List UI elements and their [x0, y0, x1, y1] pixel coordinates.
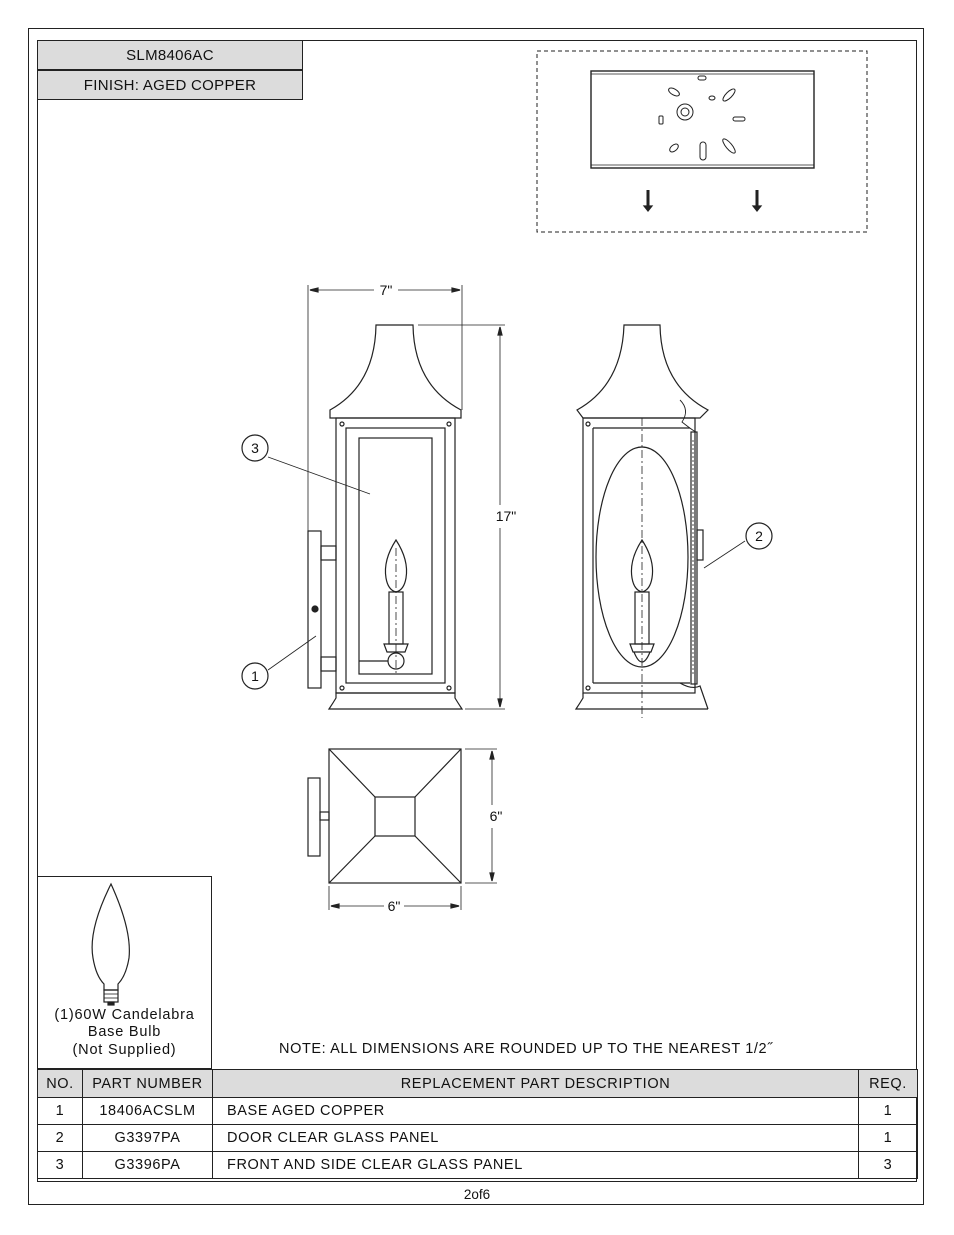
table-row: 2 G3397PA DOOR CLEAR GLASS PANEL 1: [37, 1124, 918, 1152]
row-description: BASE AGED COPPER: [212, 1097, 859, 1125]
candelabra-bulb-icon: [91, 882, 130, 1006]
mounting-hardware-detail: [536, 50, 868, 233]
row-req: 1: [858, 1124, 918, 1152]
row-description: FRONT AND SIDE CLEAR GLASS PANEL: [212, 1151, 859, 1179]
row-part-number: G3397PA: [82, 1124, 213, 1152]
model-number: SLM8406AC: [37, 40, 303, 70]
finish-label: FINISH: AGED COPPER: [37, 70, 303, 100]
drawing-frame: [37, 40, 917, 1182]
bulb-line-3: (Not Supplied): [72, 1042, 177, 1058]
row-part-number: 18406ACSLM: [82, 1097, 213, 1125]
header-no: NO.: [37, 1069, 83, 1098]
height-dimension: 17": [496, 508, 517, 524]
bulb-info-box: (1)60W Candelabra Base Bulb (Not Supplie…: [37, 876, 212, 1069]
row-no: 2: [37, 1124, 83, 1152]
callout-3: 3: [251, 440, 259, 456]
row-no: 1: [37, 1097, 83, 1125]
page-number: 2of6: [463, 1187, 491, 1202]
depth-dimension: 6": [490, 808, 503, 824]
row-part-number: G3396PA: [82, 1151, 213, 1179]
base-width-dimension: 6": [388, 898, 401, 914]
table-header-row: NO. PART NUMBER REPLACEMENT PART DESCRIP…: [37, 1069, 918, 1098]
side-elevation-view: [574, 324, 746, 718]
row-no: 3: [37, 1151, 83, 1179]
screw-parts-icon: [658, 75, 746, 161]
width-dimension: 7": [380, 282, 393, 298]
header-description: REPLACEMENT PART DESCRIPTION: [212, 1069, 859, 1098]
dimension-note: NOTE: ALL DIMENSIONS ARE ROUNDED UP TO T…: [279, 1041, 773, 1057]
callout-2: 2: [755, 528, 763, 544]
bulb-line-1: (1)60W Candelabra: [54, 1007, 195, 1023]
page-border: [28, 28, 924, 1205]
bulb-line-2: Base Bulb: [87, 1024, 162, 1040]
row-req: 3: [858, 1151, 918, 1179]
table-row: 3 G3396PA FRONT AND SIDE CLEAR GLASS PAN…: [37, 1151, 918, 1179]
table-row: 1 18406ACSLM BASE AGED COPPER 1: [37, 1097, 918, 1125]
top-view: [307, 748, 497, 910]
parts-table: NO. PART NUMBER REPLACEMENT PART DESCRIP…: [37, 1069, 918, 1179]
header-req: REQ.: [858, 1069, 918, 1098]
mounting-screw-icon: [642, 190, 763, 212]
callout-1: 1: [251, 668, 259, 684]
row-req: 1: [858, 1097, 918, 1125]
front-elevation-view: [267, 285, 505, 710]
header-part-number: PART NUMBER: [82, 1069, 213, 1098]
callout-markers: [241, 434, 773, 690]
row-description: DOOR CLEAR GLASS PANEL: [212, 1124, 859, 1152]
